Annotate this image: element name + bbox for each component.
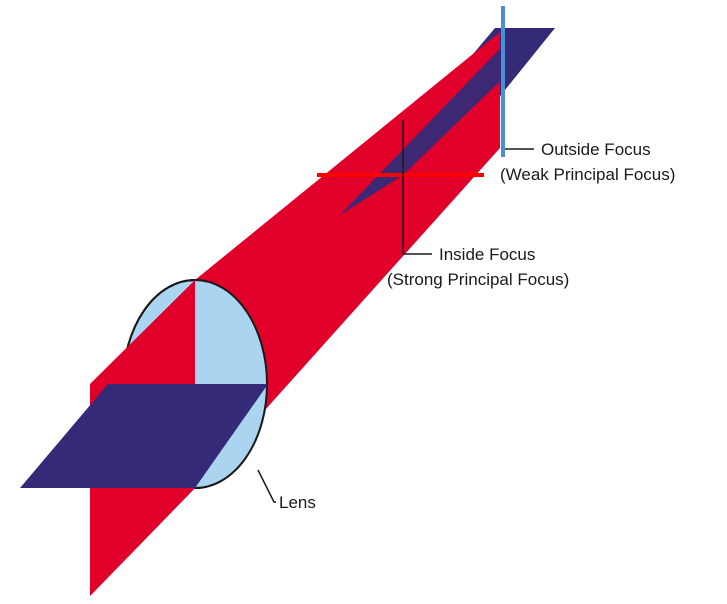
lens-label: Lens — [279, 493, 316, 512]
outside-focus-sublabel: (Weak Principal Focus) — [500, 165, 676, 184]
inside-focus-sublabel: (Strong Principal Focus) — [387, 270, 570, 289]
inside-focus-label: Inside Focus — [439, 245, 536, 264]
lens-right-half — [195, 280, 267, 384]
red-incoming-lower — [90, 488, 195, 596]
outside-focus-label: Outside Focus — [541, 140, 651, 159]
lens-leader — [257, 469, 276, 503]
blue-incoming-plane — [20, 384, 268, 488]
